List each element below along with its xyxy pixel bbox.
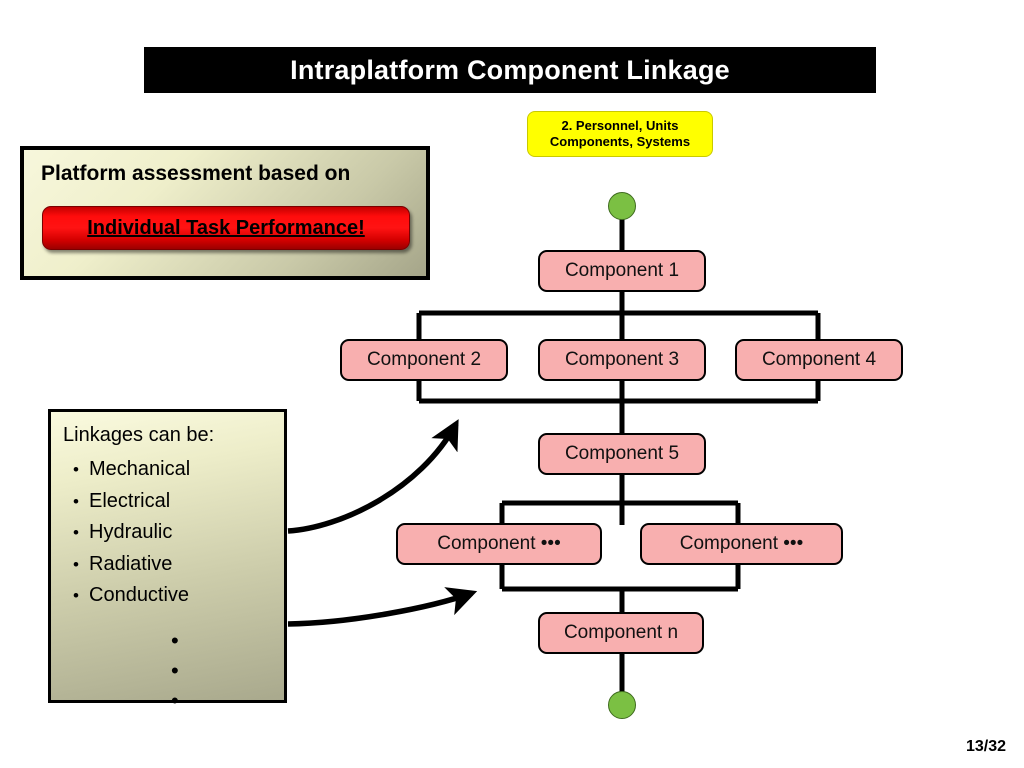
list-item: • Conductive (73, 580, 190, 612)
linkage-arrow-lower (287, 587, 478, 627)
linkages-continuation-dots: • • • (171, 626, 179, 716)
bullet-icon: • (73, 491, 79, 511)
node-component-2[interactable]: Component 2 (340, 339, 508, 381)
node-component-ellipsis-right[interactable]: Component ••• (640, 523, 843, 565)
list-item: • Electrical (73, 486, 190, 518)
page-title: Intraplatform Component Linkage (290, 54, 730, 85)
node-label: Component 5 (564, 443, 680, 464)
node-label: Component 3 (564, 349, 680, 370)
node-label: Component n (563, 622, 679, 643)
continuation-dot-icon: • (171, 688, 179, 713)
list-item: • Hydraulic (73, 517, 190, 549)
bullet-icon: • (73, 554, 79, 574)
list-item-label: Mechanical (89, 458, 191, 480)
individual-task-performance-label: Individual Task Performance! (87, 216, 365, 239)
bullet-icon: • (73, 460, 79, 479)
node-label: Component ••• (679, 533, 804, 554)
top-terminator-circle-icon (608, 192, 636, 220)
linkages-box: Linkages can be: • Mechanical • Electrical… (48, 409, 287, 713)
list-item-label: Electrical (89, 489, 171, 512)
bottom-terminator-circle-icon (608, 691, 636, 719)
list-item: • Radiative (73, 549, 190, 581)
list-item: • Mechanical (73, 454, 190, 486)
callout-line-1: 2. Personnel, Units (561, 118, 679, 134)
bullet-icon: • (73, 586, 79, 606)
platform-assessment-heading: Platform assessment based on (41, 162, 351, 185)
list-item-label: Radiative (89, 552, 173, 575)
personnel-units-callout: 2. Personnel, Units Components, Systems (527, 111, 713, 157)
linkage-arrow-upper (287, 419, 459, 534)
node-component-n[interactable]: Component n (538, 612, 704, 654)
node-component-3[interactable]: Component 3 (538, 339, 706, 381)
node-label: Component ••• (437, 533, 561, 554)
node-component-4[interactable]: Component 4 (735, 339, 903, 381)
node-label: Component 1 (564, 260, 680, 281)
slide-title-bar: Intraplatform Component Linkage (144, 47, 876, 93)
node-label: Component 2 (366, 349, 482, 370)
list-item-label: Conductive (89, 584, 190, 607)
list-item-label: Hydraulic (89, 521, 173, 544)
callout-line-2: Components, Systems (549, 134, 691, 149)
platform-assessment-box: Platform assessment based on Individual … (20, 146, 430, 280)
page-number: 13/32 (965, 738, 1006, 755)
linkages-list: • Mechanical • Electrical • Hydraulic • Radi… (73, 454, 190, 612)
continuation-dot-icon: • (171, 628, 179, 653)
individual-task-performance-highlight: Individual Task Performance! (42, 206, 410, 250)
continuation-dot-icon: • (171, 658, 179, 683)
node-component-5[interactable]: Component 5 (538, 433, 706, 475)
node-label: Component 4 (761, 349, 877, 370)
bullet-icon: • (73, 523, 79, 543)
node-component-1[interactable]: Component 1 (538, 250, 706, 292)
node-component-ellipsis-left[interactable]: Component ••• (396, 523, 602, 565)
linkages-title: Linkages can be: (63, 424, 215, 446)
